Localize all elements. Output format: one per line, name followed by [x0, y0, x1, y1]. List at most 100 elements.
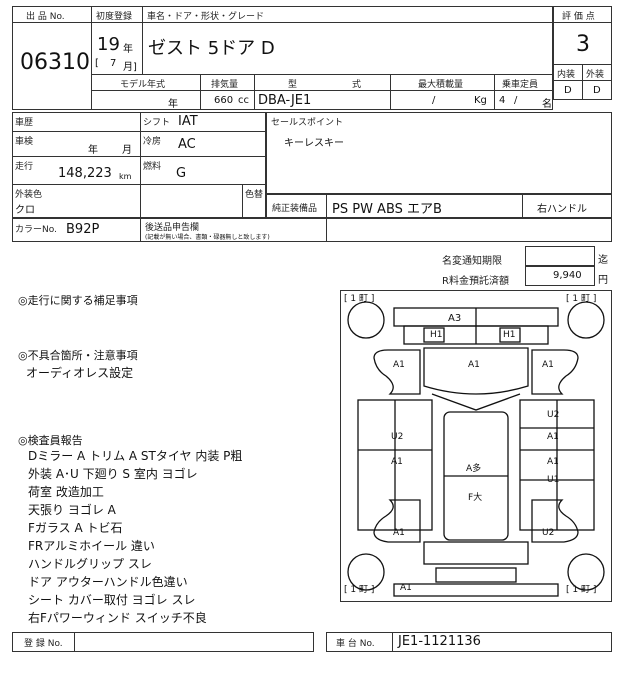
- damage-mark: A1: [468, 360, 480, 370]
- sales-point-box: [266, 112, 612, 194]
- lot-label: 出 品 No.: [26, 12, 65, 22]
- car-diagram-drawing: [347, 301, 605, 597]
- damage-mark: F大: [468, 493, 483, 503]
- color-no-label: カラーNo.: [15, 225, 57, 235]
- title-box: [91, 6, 553, 110]
- corner-label-br: [ 1 町 ]: [566, 585, 597, 595]
- model-value: DBA-JE1: [258, 93, 312, 108]
- damage-mark: U1: [547, 475, 560, 485]
- damage-mark: A1: [547, 432, 559, 442]
- inspection-month-unit: 月: [122, 145, 132, 156]
- capacity-unit: 名: [542, 99, 552, 110]
- interior-value: D: [564, 85, 572, 96]
- inspector-item: シート カバー取付 ヨゴレ スレ: [28, 593, 196, 607]
- corner-label-bl: [ 1 町 ]: [344, 585, 375, 595]
- car-name: ゼスト 5ドア D: [148, 38, 275, 59]
- damage-mark: A1: [393, 528, 405, 538]
- damage-mark: U2: [542, 528, 555, 538]
- damage-mark: A1: [400, 583, 412, 593]
- damage-mark: A1: [547, 457, 559, 467]
- aircon-value: AC: [178, 137, 196, 152]
- info-box: [12, 112, 266, 218]
- first-reg-label: 初度登録: [96, 12, 133, 22]
- equipment-label: 純正装備品: [272, 204, 318, 214]
- model-year-label: モデル年式: [120, 80, 166, 90]
- inspection-label: 車検: [15, 137, 34, 147]
- name-label: 車名・ドア・形状・グレード: [147, 12, 265, 22]
- shift-label: シフト: [143, 118, 171, 128]
- exterior-color-value: クロ: [15, 205, 35, 216]
- defect-item: オーディオレス設定: [26, 366, 134, 380]
- displacement-label: 排気量: [211, 80, 239, 90]
- capacity-sep: /: [514, 95, 518, 106]
- equipment-value: PS PW ABS エアB: [332, 202, 442, 217]
- inspector-item: 外装 A･U 下廻り S 室内 ヨゴレ: [28, 467, 198, 481]
- first-reg-month-open: [: [95, 58, 99, 69]
- capacity-value: 4: [499, 95, 506, 106]
- capacity-label: 乗車定員: [502, 80, 539, 90]
- damage-mark: H1: [503, 330, 516, 340]
- damage-mark: A多: [466, 464, 482, 474]
- exterior-color-label: 外装色: [15, 190, 43, 200]
- lot-number: 06310: [20, 50, 90, 75]
- damage-mark: U2: [547, 410, 560, 420]
- inspector-item: Dミラー A トリム A STタイヤ 内装 P粗: [28, 449, 243, 463]
- sales-point-value: キーレスキー: [284, 138, 344, 149]
- inspector-title: ◎検査員報告: [18, 434, 83, 447]
- exterior-value: D: [593, 85, 601, 96]
- shift-value: IAT: [178, 114, 198, 129]
- max-load-unit: Kg: [474, 95, 487, 106]
- displacement-unit: cc: [238, 95, 249, 106]
- recycle-unit: 円: [598, 275, 608, 286]
- corner-label-tr: [ 1 町 ]: [566, 294, 597, 304]
- inspector-item: FRアルミホイール 違い: [28, 539, 155, 553]
- first-reg-month: 7: [110, 58, 117, 69]
- mileage-label: 走行: [15, 162, 34, 172]
- inspector-item: 右Fパワーウィンド スイッチ不良: [28, 611, 207, 625]
- inspection-year-unit: 年: [88, 145, 98, 156]
- exterior-label: 外装: [586, 70, 605, 80]
- damage-mark: U2: [391, 432, 404, 442]
- grade-label: 評 価 点: [562, 12, 595, 22]
- fuel-label: 燃料: [143, 162, 162, 172]
- later-doc-note: (記載が無い場合、書類・碌器無しと致します): [145, 234, 270, 241]
- recycle-label: R料金預託済額: [442, 276, 509, 287]
- first-reg-year-unit: 年: [123, 44, 133, 55]
- inspector-item: 荷室 改造加工: [28, 485, 104, 499]
- inspector-item: ハンドルグリップ スレ: [28, 557, 152, 571]
- chassis-box: [326, 632, 612, 652]
- damage-mark: H1: [430, 330, 443, 340]
- chassis-label: 車 台 No.: [336, 639, 375, 649]
- name-change-label: 名変通知期限: [442, 256, 502, 267]
- driving-notes-title: ◎走行に関する補足事項: [18, 294, 138, 307]
- damage-mark: A3: [448, 313, 462, 324]
- damage-mark: A1: [391, 457, 403, 467]
- reg-no-box: [12, 632, 314, 652]
- damage-mark: A1: [393, 360, 405, 370]
- defects-title: ◎不具合箇所・注意事項: [18, 349, 138, 362]
- interior-label: 内装: [557, 70, 576, 80]
- corner-label-tl: [ 1 町 ]: [344, 294, 375, 304]
- handle-value: 右ハンドル: [537, 204, 587, 215]
- mileage-value: 148,223: [58, 166, 112, 181]
- color-change-label: 色替: [245, 190, 264, 200]
- fuel-value: G: [176, 166, 187, 181]
- later-doc-label: 後送品申告欄: [145, 223, 200, 233]
- equipment-box: [266, 194, 612, 218]
- recycle-box: [525, 266, 595, 286]
- model-label: 型: [288, 80, 298, 90]
- recycle-value: 9,940: [553, 270, 582, 281]
- grade-value: 3: [576, 32, 590, 57]
- displacement-value: 660: [214, 95, 234, 106]
- car-diagram: [340, 290, 612, 602]
- name-change-unit: 迄: [598, 255, 608, 266]
- history-label: 車歴: [15, 118, 34, 128]
- sales-point-label: セールスポイント: [271, 118, 344, 128]
- inspector-item: ドア アウターハンドル色違い: [28, 575, 188, 589]
- reg-no-label: 登 録 No.: [24, 639, 63, 649]
- first-reg-year: 19: [97, 34, 120, 55]
- damage-mark: A1: [542, 360, 554, 370]
- name-change-box: [525, 246, 595, 266]
- first-reg-month-unit: 月]: [123, 62, 137, 73]
- inspector-item: Fガラス A トビ石: [28, 521, 123, 535]
